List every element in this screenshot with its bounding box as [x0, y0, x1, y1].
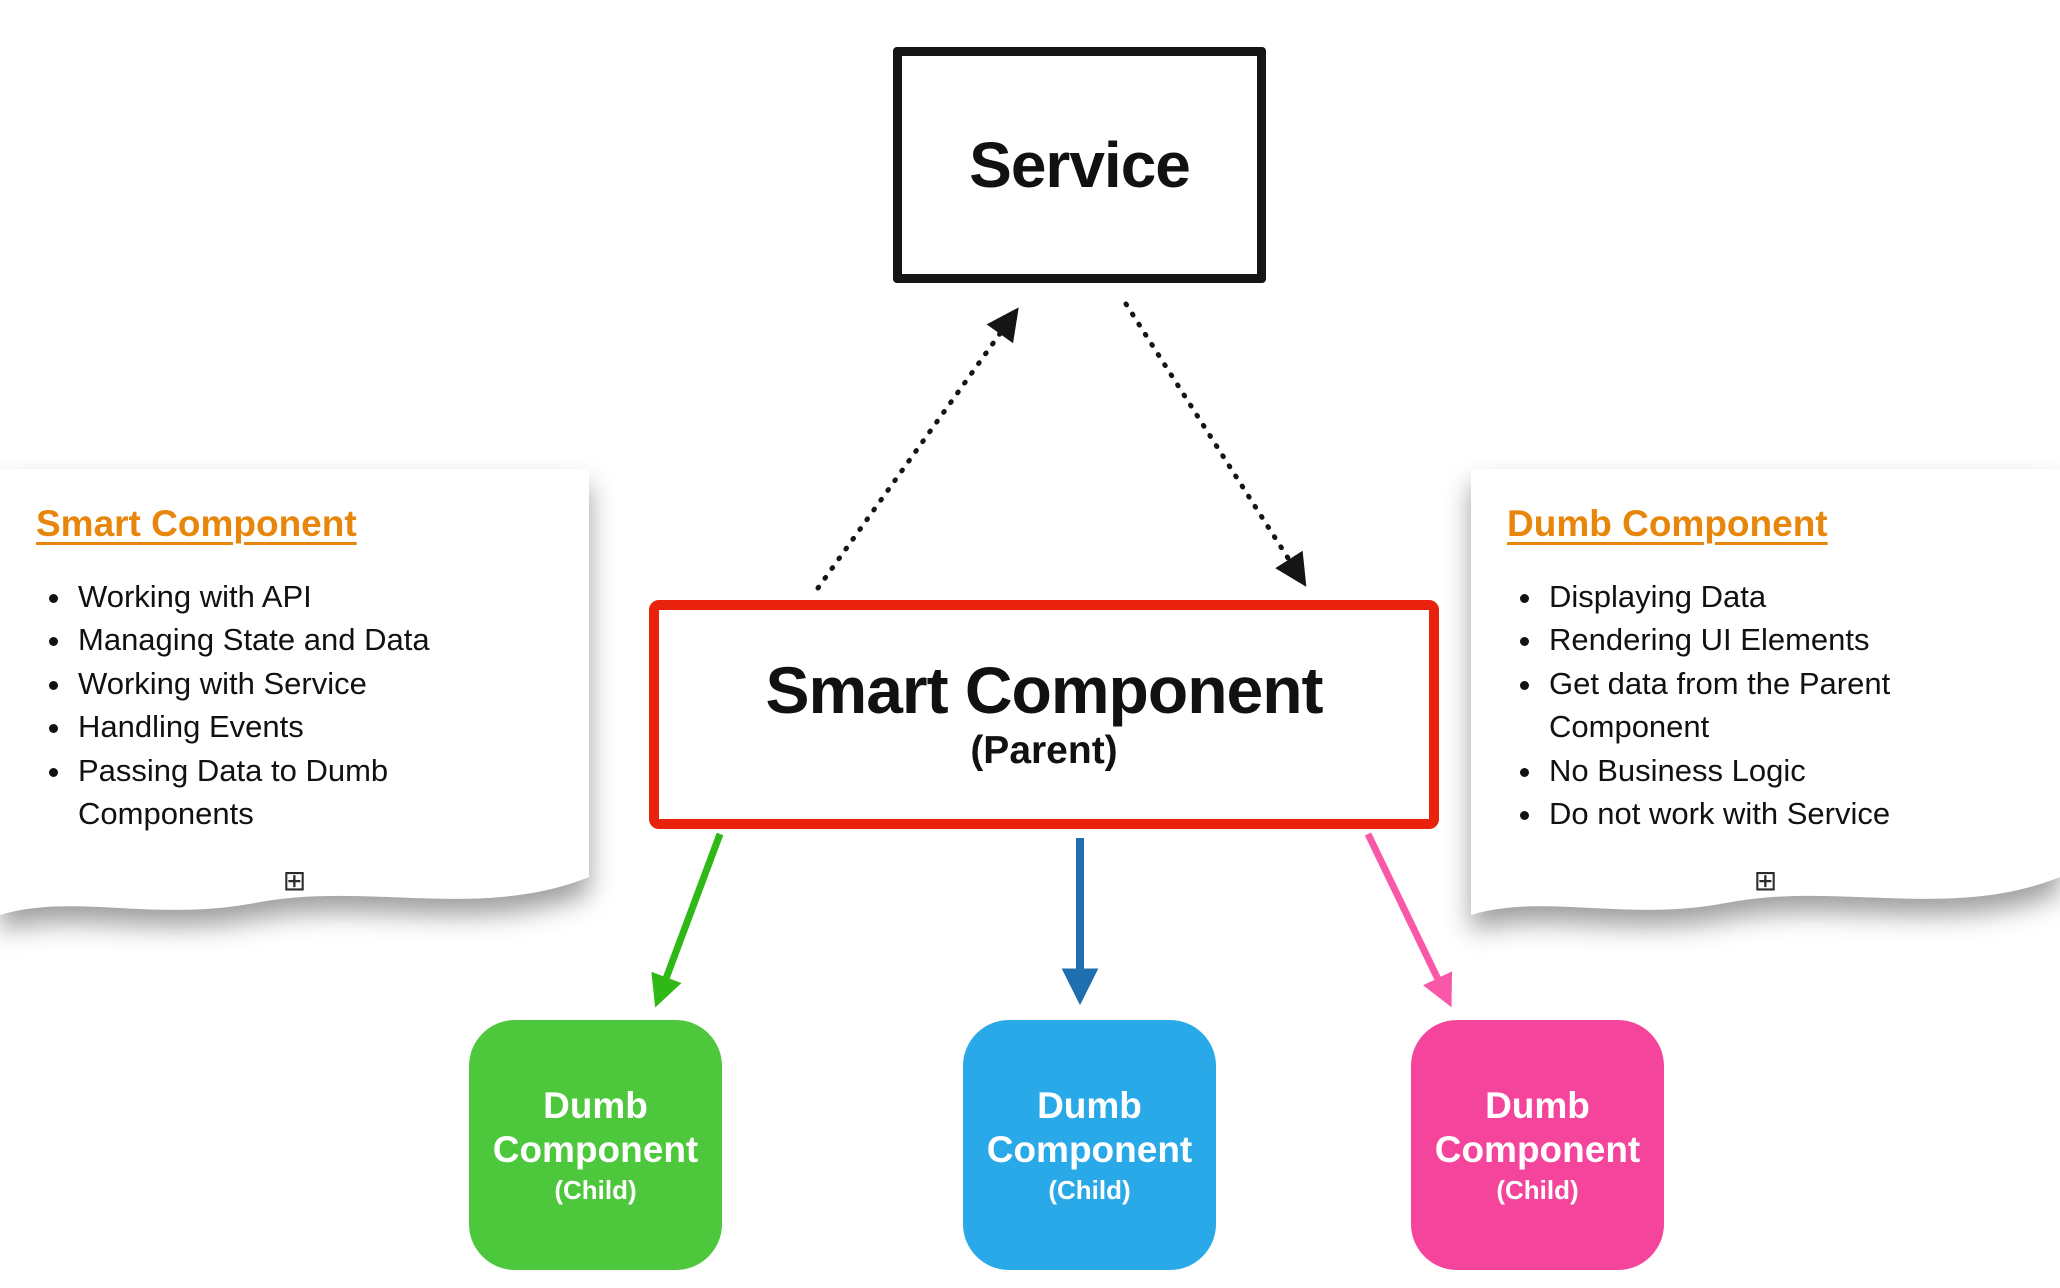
dumb-component-box-3: Dumb Component (Child) — [1411, 1020, 1664, 1270]
note-title-dumb: Dumb Component — [1507, 503, 1828, 544]
smart-component-title: Smart Component — [765, 652, 1323, 727]
note-item: Working with Service — [74, 662, 536, 705]
smart-component-box: Smart Component (Parent) — [649, 600, 1439, 829]
dumb-component-sublabel: (Child) — [1048, 1174, 1131, 1205]
note-item: Handling Events — [74, 705, 536, 748]
note-title-smart: Smart Component — [36, 503, 357, 544]
arrow-smart-to-service — [815, 307, 1019, 591]
note-item: Working with API — [74, 575, 536, 618]
note-item: Rendering UI Elements — [1545, 618, 2007, 661]
note-item: Do not work with Service — [1545, 792, 2007, 835]
service-box: Service — [893, 47, 1266, 283]
dumb-component-box-1: Dumb Component (Child) — [469, 1020, 722, 1270]
arrow-service-to-smart — [1123, 301, 1307, 587]
note-list-smart: Working with API Managing State and Data… — [36, 575, 536, 835]
dumb-component-label: Dumb Component — [1434, 1085, 1641, 1170]
note-item: Managing State and Data — [74, 618, 536, 661]
smart-component-subtitle: (Parent) — [970, 729, 1118, 773]
note-item: Get data from the Parent Component — [1545, 662, 2007, 749]
note-card-smart-component: Smart Component Working with API Managin… — [0, 469, 589, 931]
note-card-dumb-component: Dumb Component Displaying Data Rendering… — [1471, 469, 2060, 931]
note-item: Passing Data to Dumb Components — [74, 749, 536, 836]
note-item: No Business Logic — [1545, 749, 2007, 792]
arrow-smart-to-child-1 — [651, 832, 724, 1008]
expand-icon[interactable]: ⊞ — [282, 864, 307, 897]
note-list-dumb: Displaying Data Rendering UI Elements Ge… — [1507, 575, 2007, 835]
expand-icon[interactable]: ⊞ — [1753, 864, 1778, 897]
arrow-smart-to-child-3 — [1364, 832, 1453, 1008]
dumb-component-label: Dumb Component — [492, 1085, 699, 1170]
note-item: Displaying Data — [1545, 575, 2007, 618]
service-label: Service — [969, 129, 1191, 201]
dumb-component-sublabel: (Child) — [554, 1174, 637, 1205]
dumb-component-label: Dumb Component — [986, 1085, 1193, 1170]
dumb-component-sublabel: (Child) — [1496, 1174, 1579, 1205]
dumb-component-box-2: Dumb Component (Child) — [963, 1020, 1216, 1270]
